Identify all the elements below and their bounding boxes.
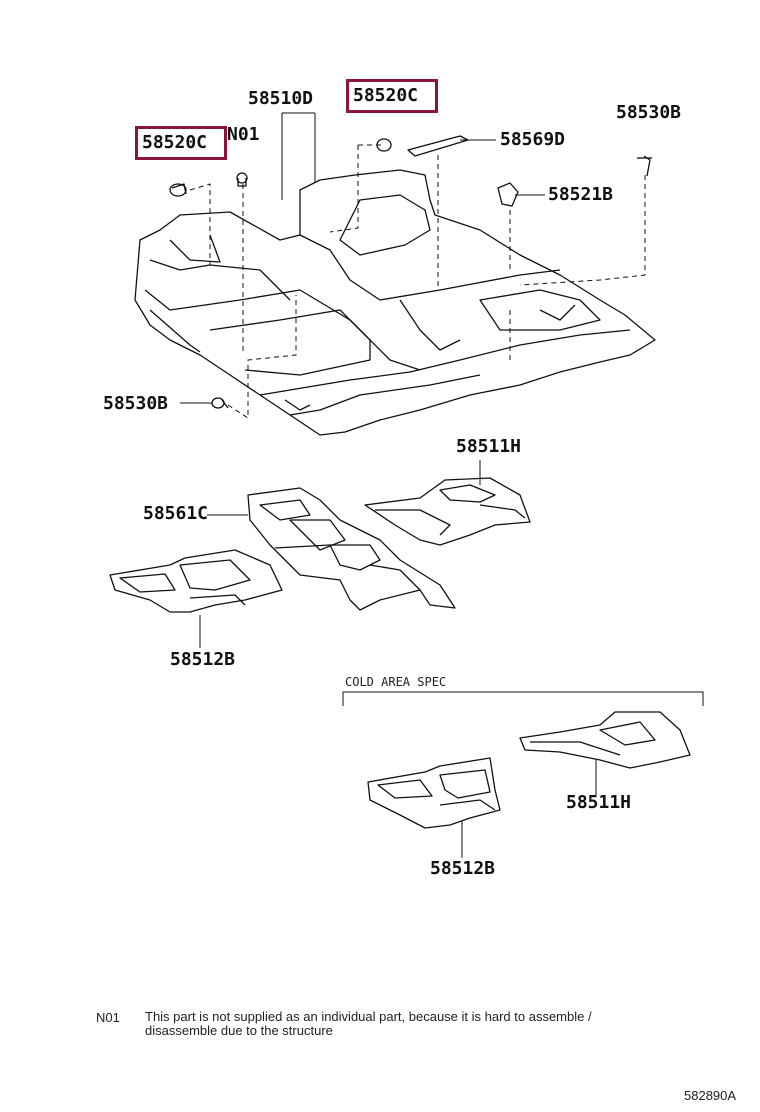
cold-area-bracket [342,691,704,706]
dashed-guides [189,144,646,419]
part-label-58511H-cold[interactable]: 58511H [566,792,632,813]
leader-lines [180,112,597,858]
note-text-line2: disassemble due to the structure [145,1023,333,1038]
cold-front-right-carpet-58511H [519,711,691,769]
part-label-58530B-right[interactable]: 58530B [616,102,682,123]
highlight-box-58520C-top [346,79,438,113]
part-label-58512B-cold[interactable]: 58512B [430,858,496,879]
part-label-N01: N01 [227,124,260,145]
front-right-carpet-58511H [364,477,531,546]
highlight-box-58520C-left [135,126,227,160]
part-label-58520C-left[interactable]: 58520C [142,132,208,153]
part-label-58510D[interactable]: 58510D [248,88,314,109]
diagram-id: 582890A [684,1088,737,1103]
cold-front-left-carpet-58512B [367,757,501,829]
part-label-58530B-left[interactable]: 58530B [103,393,169,414]
rear-carpet-58561C [247,487,456,611]
floor-carpet-main [134,169,656,436]
part-label-58520C-top[interactable]: 58520C [353,85,419,106]
part-label-58512B[interactable]: 58512B [170,649,236,670]
part-label-58569D[interactable]: 58569D [500,129,566,150]
cold-area-spec-label: COLD AREA SPEC [345,675,447,689]
note-code: N01 [96,1010,120,1025]
part-label-58511H[interactable]: 58511H [456,436,522,457]
note-text-line1: This part is not supplied as an individu… [145,1009,592,1024]
front-left-carpet-58512B [109,549,283,613]
part-label-58561C[interactable]: 58561C [143,503,209,524]
part-label-58521B[interactable]: 58521B [548,184,614,205]
fasteners [169,135,652,409]
